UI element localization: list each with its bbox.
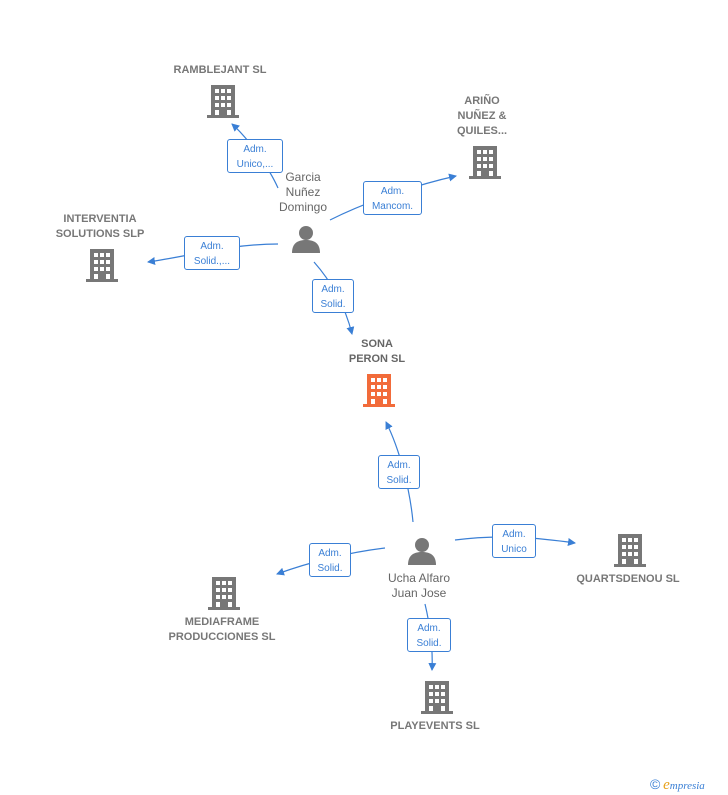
label-line: ARIÑO bbox=[464, 95, 500, 107]
building-icon[interactable] bbox=[208, 577, 240, 610]
node-label-garcia[interactable]: Garcia Nuñez Domingo bbox=[263, 170, 343, 215]
node-label-sona[interactable]: SONA PERON SL bbox=[327, 337, 427, 367]
relation-line: Mancom. bbox=[371, 201, 414, 212]
relation-line: Adm. bbox=[417, 623, 441, 634]
relation-line: Solid. bbox=[317, 563, 343, 574]
building-icon[interactable] bbox=[86, 249, 118, 282]
relation-box-garcia-interventia[interactable]: Adm. Solid.,... bbox=[184, 236, 240, 270]
label-line: PLAYEVENTS SL bbox=[390, 720, 480, 732]
label-line: QUILES... bbox=[456, 125, 508, 137]
building-icon[interactable] bbox=[207, 85, 239, 118]
brand-logo-initial: e bbox=[663, 777, 670, 793]
label-line: Nuñez bbox=[285, 185, 321, 199]
relation-box-ucha-quartsdenou[interactable]: Adm. Unico bbox=[492, 524, 536, 558]
relation-line: Adm. bbox=[502, 529, 526, 540]
node-label-mediaframe[interactable]: MEDIAFRAME PRODUCCIONES SL bbox=[157, 615, 287, 645]
label-line: Garcia bbox=[285, 170, 321, 184]
label-line: NUÑEZ & bbox=[457, 110, 507, 122]
relation-line: Adm. bbox=[200, 241, 224, 252]
relation-line: Adm. bbox=[380, 186, 405, 197]
relation-line: Adm. bbox=[321, 284, 345, 295]
person-icon[interactable] bbox=[408, 538, 436, 565]
label-line: SONA bbox=[361, 338, 393, 350]
label-line: PERON SL bbox=[348, 353, 406, 365]
label-line: Domingo bbox=[278, 200, 328, 214]
relation-line: Solid. bbox=[416, 638, 442, 649]
label-line: SOLUTIONS SLP bbox=[55, 228, 145, 240]
building-icon[interactable] bbox=[363, 374, 395, 407]
label-line: PRODUCCIONES SL bbox=[168, 631, 276, 643]
relation-line: Solid.,... bbox=[193, 256, 231, 267]
relation-line: Solid. bbox=[386, 475, 412, 486]
relation-box-ucha-playevents[interactable]: Adm. Solid. bbox=[407, 618, 451, 652]
brand-name: mpresia bbox=[669, 780, 705, 792]
building-icon[interactable] bbox=[469, 146, 501, 179]
relation-box-garcia-arino[interactable]: Adm. Mancom. bbox=[363, 181, 422, 215]
node-label-arino[interactable]: ARIÑO NUÑEZ & QUILES... bbox=[440, 94, 524, 139]
node-label-interventia[interactable]: INTERVENTIA SOLUTIONS SLP bbox=[40, 212, 160, 242]
person-icon[interactable] bbox=[292, 226, 320, 253]
label-line: INTERVENTIA bbox=[63, 213, 137, 225]
brand-footer[interactable]: © empresia bbox=[650, 776, 705, 794]
label-line: RAMBLEJANT SL bbox=[173, 64, 267, 76]
relation-box-garcia-sona[interactable]: Adm. Solid. bbox=[312, 279, 354, 313]
node-label-ramblejant[interactable]: RAMBLEJANT SL bbox=[160, 63, 280, 78]
relation-box-garcia-ramblejant[interactable]: Adm. Unico,... bbox=[227, 139, 283, 173]
building-icon[interactable] bbox=[421, 681, 453, 714]
building-icon[interactable] bbox=[614, 534, 646, 567]
relation-box-ucha-mediaframe[interactable]: Adm. Solid. bbox=[309, 543, 351, 577]
relation-line: Adm. bbox=[243, 144, 267, 155]
relation-line: Unico bbox=[501, 544, 527, 555]
relation-box-ucha-sona[interactable]: Adm. Solid. bbox=[378, 455, 420, 489]
node-label-playevents[interactable]: PLAYEVENTS SL bbox=[375, 719, 495, 734]
label-line: Juan Jose bbox=[391, 586, 447, 600]
label-line: QUARTSDENOU SL bbox=[576, 573, 680, 585]
relation-line: Solid. bbox=[320, 299, 346, 310]
node-label-ucha[interactable]: Ucha Alfaro Juan Jose bbox=[372, 571, 466, 601]
relation-line: Adm. bbox=[318, 548, 342, 559]
relation-line: Adm. bbox=[387, 460, 411, 471]
copyright-symbol: © bbox=[650, 776, 661, 792]
label-line: MEDIAFRAME bbox=[184, 616, 260, 628]
label-line: Ucha Alfaro bbox=[387, 571, 451, 585]
node-label-quartsdenou[interactable]: QUARTSDENOU SL bbox=[568, 572, 688, 587]
relation-line: Unico,... bbox=[236, 159, 274, 170]
